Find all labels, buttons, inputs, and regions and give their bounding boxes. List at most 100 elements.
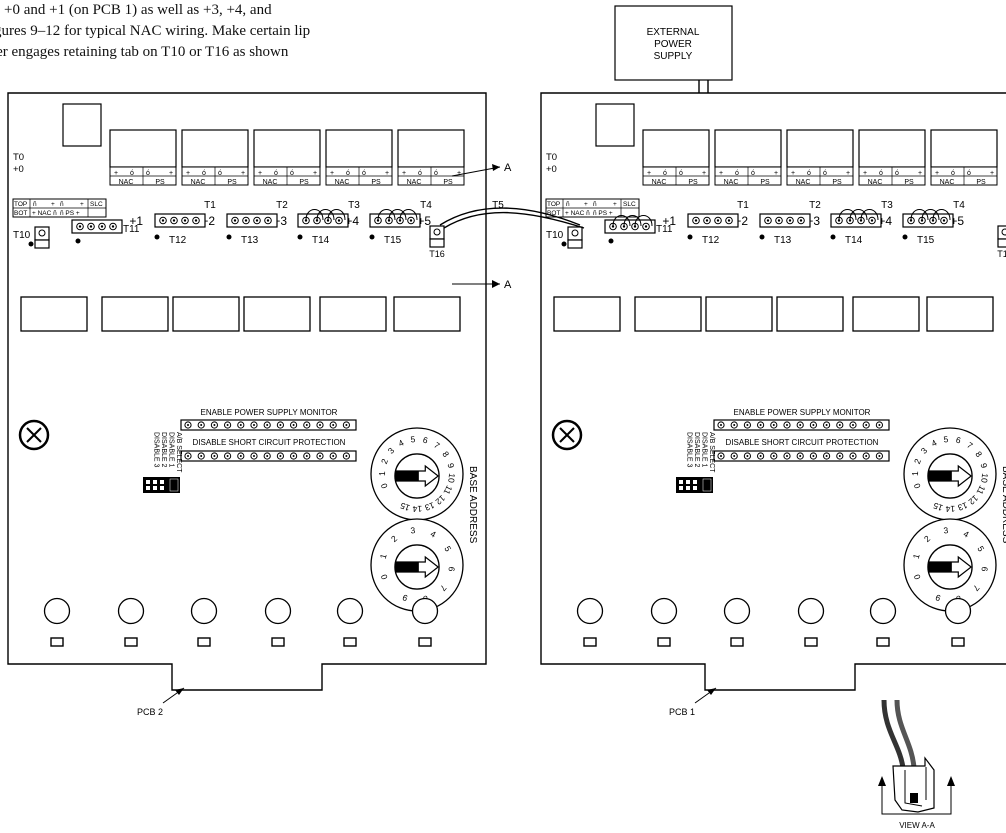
header-pin-center	[799, 424, 802, 426]
jumper-wire	[860, 209, 879, 221]
relay-box	[852, 296, 920, 332]
screw-center	[848, 219, 852, 222]
pcb-2-callout: PCB 2	[137, 687, 185, 717]
header-pin-center	[200, 424, 203, 426]
dial-number: 7	[965, 440, 975, 451]
mounting-hole	[43, 597, 71, 625]
header-pin-center	[746, 455, 749, 457]
dial-number: 10	[979, 473, 990, 484]
screw-center	[266, 219, 270, 222]
legend-text: + NAC ñ	[32, 210, 57, 217]
legend-text: SLC	[90, 201, 103, 208]
mounting-hole	[576, 597, 604, 625]
terminal-label: T3	[881, 200, 893, 211]
jumper-wire	[399, 209, 418, 221]
output-label: +5	[950, 214, 964, 228]
pin1-dot	[28, 241, 34, 247]
screw-center	[727, 219, 731, 222]
screw-center	[633, 225, 637, 228]
terminal-block	[226, 213, 278, 228]
dial-number: 15	[399, 500, 412, 513]
screw-center	[705, 219, 709, 222]
t0-label: T0	[13, 152, 24, 163]
jumper-wire	[910, 209, 929, 221]
terminal-label: T1	[204, 200, 216, 211]
jumper-wire	[838, 209, 857, 221]
header-pin-center	[865, 455, 868, 457]
mounting-hole	[190, 597, 218, 625]
sign-label: ó	[735, 170, 739, 177]
dial-number: 5	[943, 434, 949, 445]
dip-pin	[160, 486, 164, 490]
section-label: A	[504, 162, 512, 174]
dip-pin	[160, 480, 164, 484]
dip-label: DISABLE 1	[168, 432, 175, 468]
view-label: VIEW A-A	[899, 821, 935, 830]
header-pin-center	[266, 424, 269, 426]
screw-center	[766, 219, 770, 222]
dial-number: 10	[446, 473, 457, 484]
header-pin-center	[305, 455, 308, 457]
output-label: +4	[345, 214, 359, 228]
terminal-block	[71, 219, 123, 234]
mounting-hole	[869, 597, 897, 625]
nac-label: NAC	[191, 179, 206, 186]
relay-box	[172, 296, 240, 332]
relay-box	[634, 296, 702, 332]
dip-pin	[153, 480, 157, 484]
legend-text: SLC	[623, 201, 636, 208]
t0-label: T0	[546, 152, 557, 163]
screw-center	[183, 219, 187, 222]
pin1-dot	[369, 234, 375, 240]
led-indicator	[343, 637, 357, 647]
dial-number: 5	[442, 544, 453, 553]
jumper-wire	[932, 209, 951, 221]
legend-text: ñ PS +	[593, 210, 613, 217]
screw-center	[837, 219, 841, 222]
mounting-screw-x	[559, 427, 575, 443]
led-indicator	[418, 637, 432, 647]
ps-label: PS	[976, 179, 986, 186]
eps-label-line: SUPPLY	[654, 51, 693, 62]
legend-text: ñ PS +	[60, 210, 80, 217]
header-pin-center	[772, 424, 775, 426]
terminal-label: T2	[276, 200, 288, 211]
sign-label: ó	[663, 170, 667, 177]
sign-label: +	[313, 170, 317, 177]
output-label: +1	[129, 214, 143, 228]
address-dial-lo-pointer	[395, 562, 419, 572]
mounting-hole	[944, 597, 972, 625]
led-indicator	[271, 637, 285, 647]
terminal-block	[902, 213, 954, 228]
sign-label: ó	[218, 170, 222, 177]
jumper-wire	[921, 209, 940, 221]
screw-center	[716, 219, 720, 222]
sign-label: +	[918, 170, 922, 177]
dip-pin	[679, 480, 683, 484]
dial-number: 8	[440, 449, 451, 459]
dial-number: 5	[975, 544, 986, 553]
dip-label: DISABLE 2	[693, 432, 700, 468]
output-label: +1	[662, 214, 676, 228]
relay-box	[926, 296, 994, 332]
header-pin-center	[825, 455, 828, 457]
sign-label: ó	[146, 170, 150, 177]
dial-number: 4	[930, 437, 939, 448]
sign-label: +	[774, 170, 778, 177]
ps-label: PS	[443, 179, 453, 186]
pin1-dot	[687, 234, 693, 240]
ps-label: PS	[832, 179, 842, 186]
header-pin-center	[319, 455, 321, 457]
sign-label: +	[863, 170, 867, 177]
terminal-label: T15	[917, 235, 935, 246]
relay-box	[101, 296, 169, 332]
nac-ps-terminal	[786, 129, 854, 168]
address-dial-hi-pointer	[395, 471, 419, 481]
section-label: A	[504, 279, 512, 291]
terminal-label: T1	[737, 200, 749, 211]
pcb-1-callout: PCB 1	[669, 687, 717, 717]
header-pin-center	[213, 455, 216, 457]
t16-label: T16	[997, 249, 1006, 259]
dial-number: 7	[438, 583, 449, 593]
